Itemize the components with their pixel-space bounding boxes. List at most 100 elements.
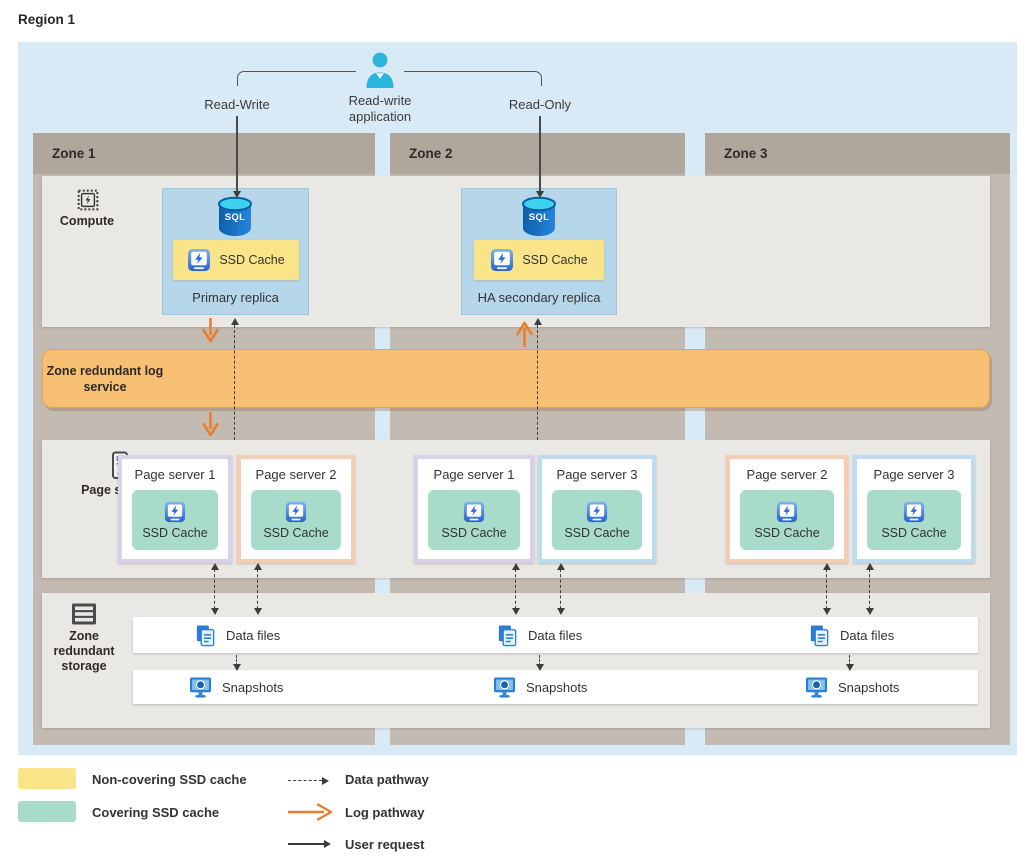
log-pathway-arrow-up: [516, 321, 533, 347]
data-pathway-legend-arrowhead: [322, 777, 329, 785]
data-files-bar: Data files Data files Data files: [133, 617, 978, 653]
ssd-cache-label: SSD Cache: [142, 525, 208, 540]
page-server-title: Page server 3: [556, 467, 638, 482]
page-server-box-z2-ps1: Page server 1 SSD Cache: [414, 455, 534, 563]
data-pathway-files-to-snapshots: [233, 655, 241, 671]
snapshots-label: Snapshots: [526, 679, 588, 695]
data-pathway-files-to-snapshots: [536, 655, 544, 671]
application-label: Read-write application: [348, 93, 412, 124]
snapshots-zone3: Snapshots: [804, 670, 899, 704]
page-server-box-z2-ps3: Page server 3 SSD Cache: [538, 455, 656, 563]
zone3-header: Zone 3: [705, 133, 1010, 174]
data-pathway-ps-to-files: [211, 563, 219, 615]
ha-secondary-replica-title: HA secondary replica: [477, 290, 601, 305]
data-pathway-ps-to-files: [557, 563, 565, 615]
user-request-arrow-secondary: [536, 116, 544, 198]
covering-ssd-cache: SSD Cache: [740, 490, 834, 550]
page-server-box-z1-ps1: Page server 1 SSD Cache: [118, 455, 232, 563]
data-files-zone2: Data files: [496, 617, 582, 653]
page-server-box-z3-ps2: Page server 2 SSD Cache: [726, 455, 848, 563]
storage-section-label: Zone redundant storage: [53, 629, 115, 673]
sql-icon-label: SQL: [224, 212, 246, 223]
user-request-legend-arrowhead: [324, 840, 331, 848]
ssd-cache-label: SSD Cache: [522, 253, 588, 267]
compute-icon: [77, 189, 99, 211]
user-request-legend-arrow: [288, 843, 324, 845]
region-title: Region 1: [18, 12, 76, 27]
ssd-icon: [776, 501, 798, 523]
snapshots-zone2: Snapshots: [492, 670, 587, 704]
covering-cache-swatch: [18, 801, 76, 822]
data-files-label: Data files: [528, 627, 583, 643]
data-files-label: Data files: [840, 627, 895, 643]
page-server-title: Page server 1: [134, 467, 216, 482]
snapshots-label: Snapshots: [838, 679, 900, 695]
ssd-icon: [463, 501, 485, 523]
snapshots-icon: [188, 676, 213, 699]
data-files-icon: [496, 624, 519, 647]
data-files-icon: [194, 624, 217, 647]
non-covering-cache-swatch: [18, 768, 76, 789]
data-pathway-ps-to-files: [512, 563, 520, 615]
read-only-label: Read-Only: [508, 97, 572, 112]
ssd-icon: [285, 501, 307, 523]
covering-ssd-cache: SSD Cache: [552, 490, 642, 550]
ssd-cache-label: SSD Cache: [564, 525, 630, 540]
ssd-cache-label: SSD Cache: [754, 525, 820, 540]
data-pathway-ps-to-files: [823, 563, 831, 615]
log-pathway-arrow-down-2: [202, 412, 219, 437]
snapshots-label: Snapshots: [222, 679, 284, 695]
data-files-label: Data files: [226, 627, 281, 643]
page-server-box-z3-ps3: Page server 3 SSD Cache: [853, 455, 975, 563]
ssd-cache-label: SSD Cache: [263, 525, 329, 540]
ssd-icon: [164, 501, 186, 523]
data-files-zone1: Data files: [194, 617, 280, 653]
data-pathway-secondary: [534, 318, 542, 440]
user-application-icon: [363, 52, 397, 88]
covering-ssd-cache: SSD Cache: [867, 490, 961, 550]
data-pathway-ps-to-files: [254, 563, 262, 615]
ssd-cache-label: SSD Cache: [219, 253, 285, 267]
page-server-title: Page server 1: [433, 467, 515, 482]
compute-section-label: Compute: [59, 214, 115, 228]
covering-ssd-cache: SSD Cache: [251, 490, 341, 550]
covering-ssd-cache: SSD Cache: [132, 490, 218, 550]
user-request-label: User request: [345, 837, 425, 852]
data-pathway-primary: [231, 318, 239, 440]
bracket-mask: [356, 64, 404, 78]
storage-icon: [71, 601, 97, 627]
snapshots-icon: [492, 676, 517, 699]
ssd-icon: [187, 248, 211, 272]
data-pathway-legend-arrow: [288, 780, 322, 781]
storage-band: [42, 593, 990, 728]
snapshots-icon: [804, 676, 829, 699]
log-service-label: Zone redundant log service: [46, 364, 164, 394]
ssd-icon: [490, 248, 514, 272]
primary-replica-title: Primary replica: [192, 290, 279, 305]
log-pathway-legend-arrow: [288, 803, 333, 821]
page-server-box-z1-ps2: Page server 2 SSD Cache: [237, 455, 355, 563]
data-files-icon: [808, 624, 831, 647]
non-covering-cache-label: Non-covering SSD cache: [92, 772, 247, 787]
zone2-header: Zone 2: [390, 133, 685, 174]
zone1-header: Zone 1: [33, 133, 375, 174]
user-request-arrow-primary: [233, 116, 241, 198]
sql-database-icon: SQL: [521, 196, 557, 238]
data-files-zone3: Data files: [808, 617, 894, 653]
log-pathway-label: Log pathway: [345, 805, 425, 820]
page-server-title: Page server 3: [873, 467, 955, 482]
covering-ssd-cache: SSD Cache: [428, 490, 520, 550]
data-pathway-files-to-snapshots: [846, 655, 854, 671]
log-pathway-arrow-down-1: [202, 318, 219, 343]
log-service-band: [42, 349, 990, 408]
read-write-label: Read-Write: [204, 97, 270, 112]
ssd-icon: [903, 501, 925, 523]
ssd-cache-label: SSD Cache: [881, 525, 947, 540]
non-covering-ssd-cache-primary: SSD Cache: [173, 240, 299, 280]
snapshots-bar: Snapshots Snapshots Snapshots: [133, 670, 978, 704]
non-covering-ssd-cache-secondary: SSD Cache: [474, 240, 604, 280]
covering-cache-label: Covering SSD cache: [92, 805, 220, 820]
page-server-title: Page server 2: [255, 467, 337, 482]
snapshots-zone1: Snapshots: [188, 670, 283, 704]
